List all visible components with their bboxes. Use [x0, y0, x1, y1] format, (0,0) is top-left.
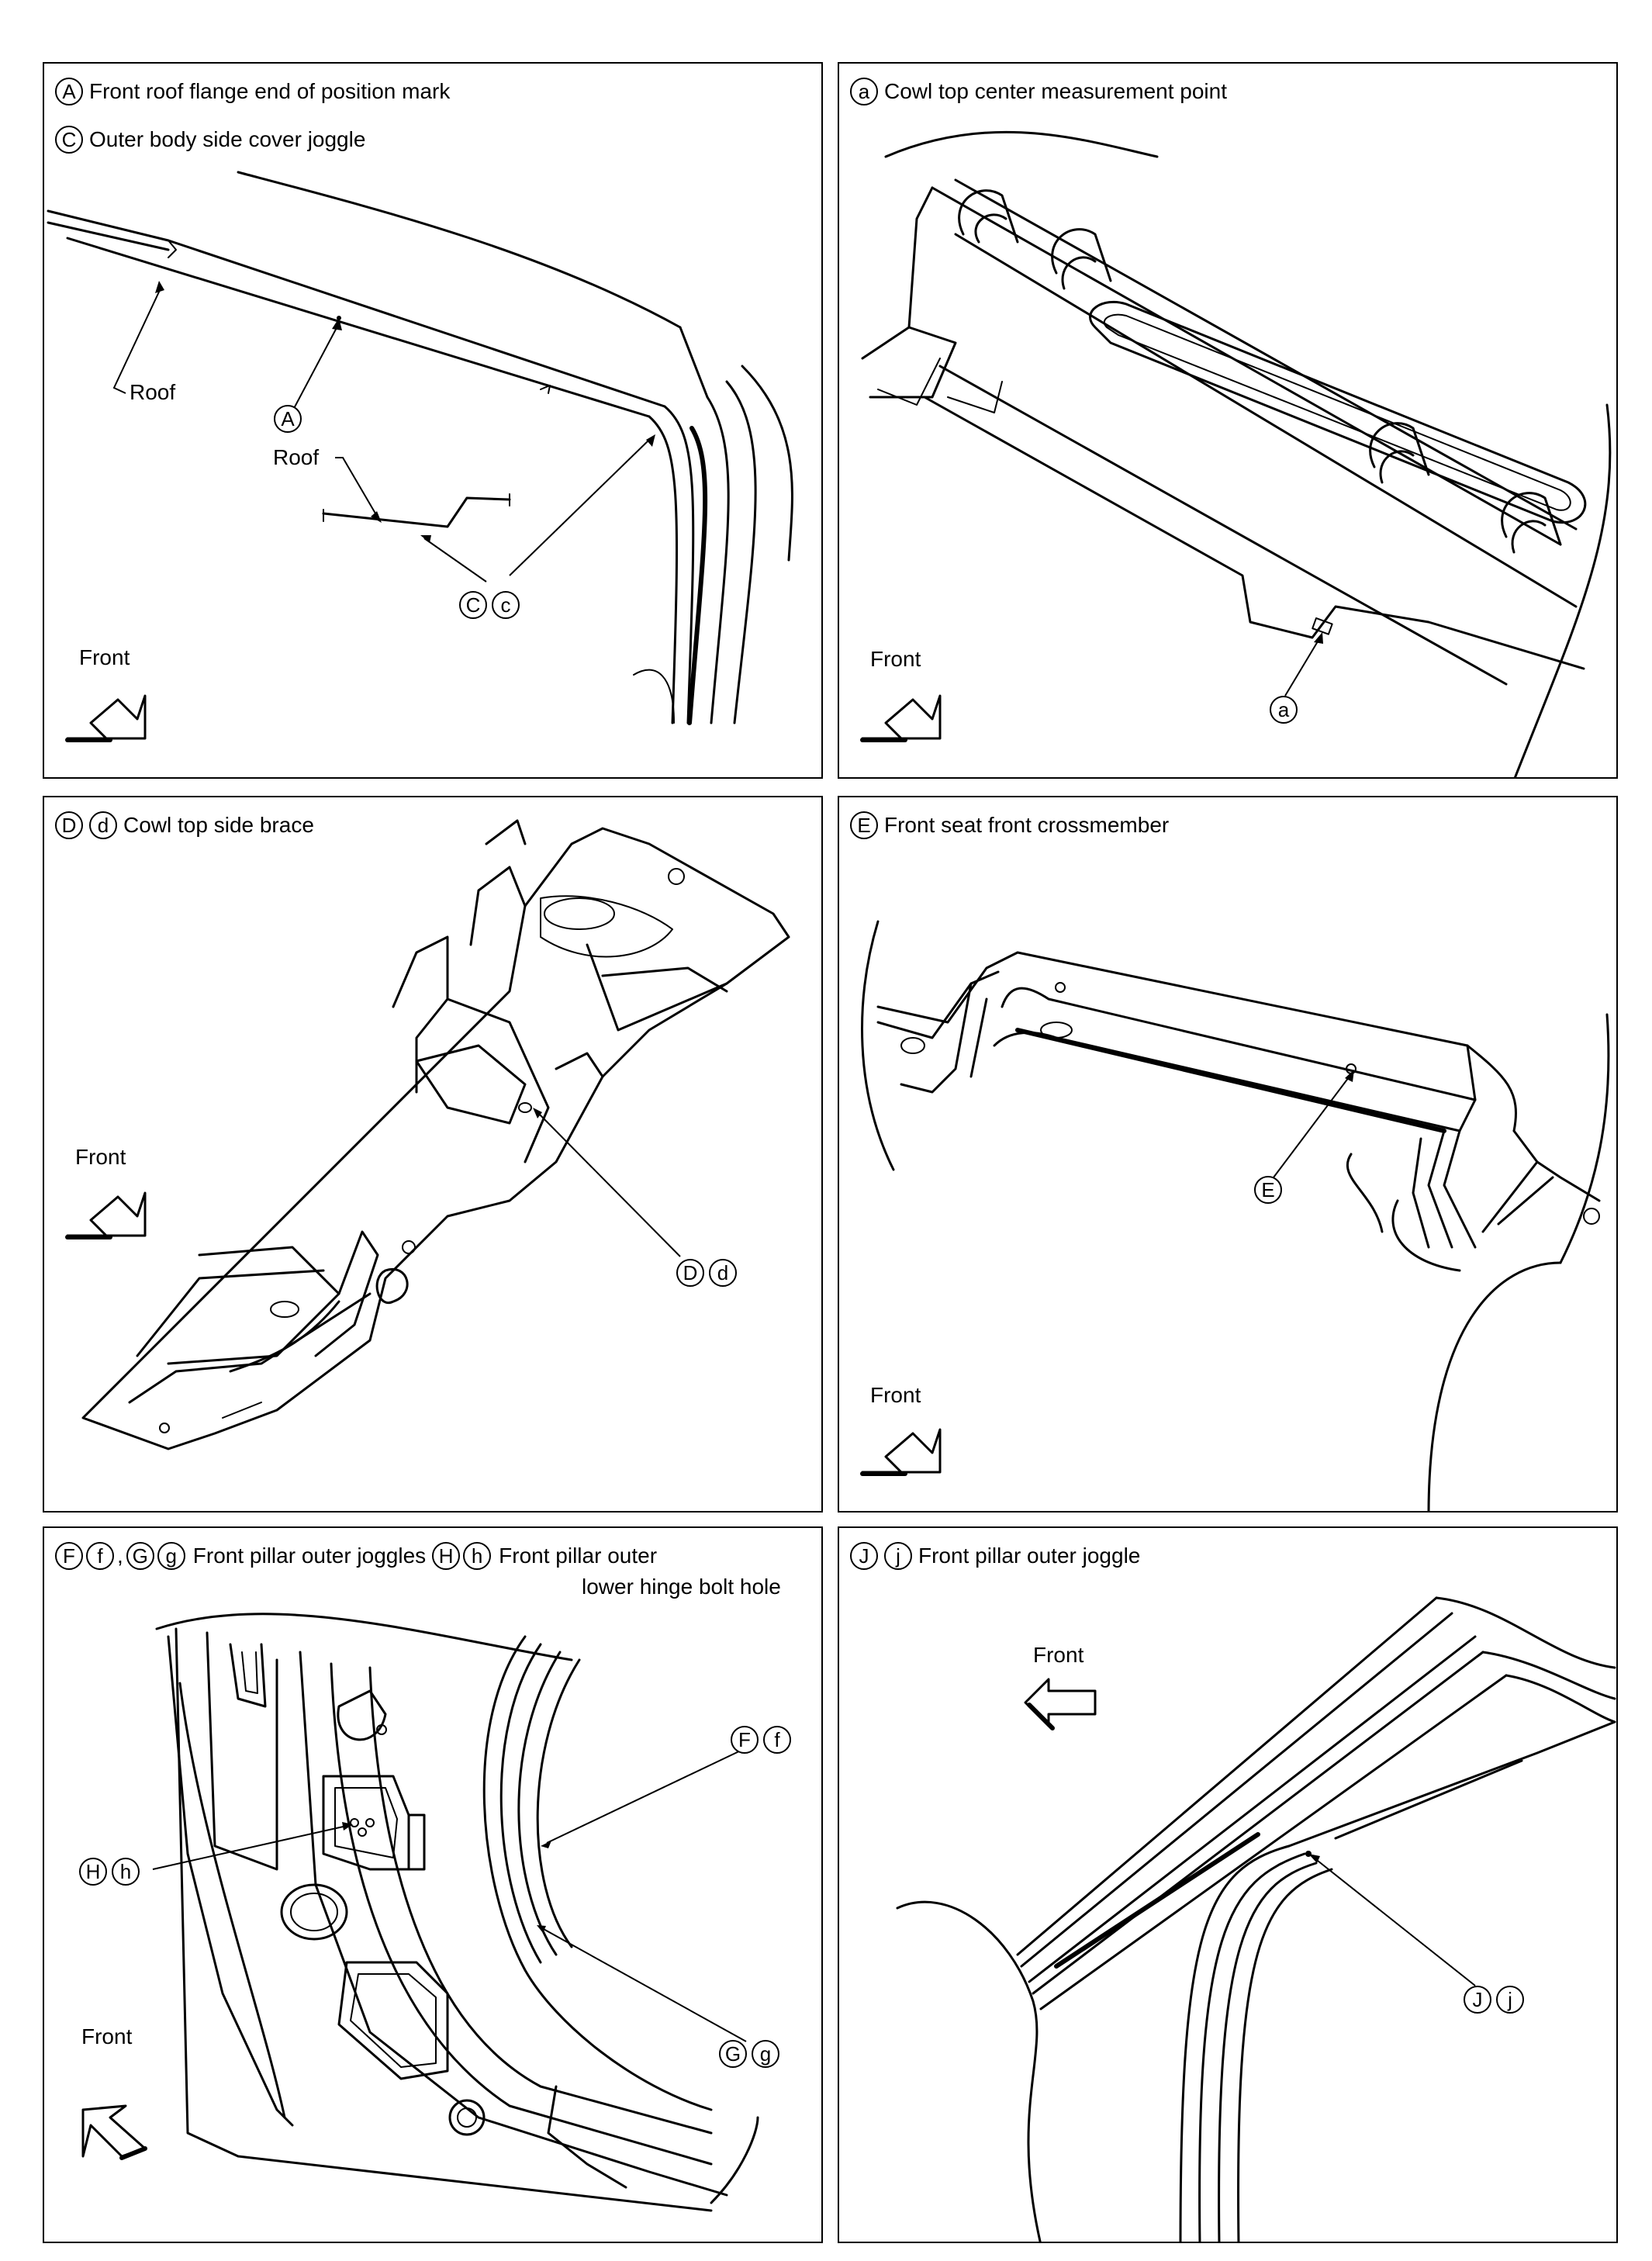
callout-h: H h	[79, 1858, 140, 1886]
panel-cowl-top-center: a Cowl top center measurement point a Fr…	[838, 62, 1618, 779]
legend-sep: ,	[117, 1544, 123, 1568]
mark-H: H	[432, 1542, 461, 1570]
cowl-side-brace-drawing	[65, 819, 790, 1450]
callout-mark-j: j	[1496, 1986, 1524, 2014]
roof-label-1: Roof	[130, 380, 176, 404]
front-pillar-joggle-drawing	[896, 1596, 1616, 2242]
legend-text-d: Cowl top side brace	[123, 813, 314, 837]
panel-front-pillar-joggles: F f , G g Front pillar outer joggles H h…	[43, 1526, 823, 2243]
mark-G: G	[126, 1542, 154, 1570]
callout-a-lower: a	[1270, 696, 1298, 724]
mark-F: F	[55, 1542, 83, 1570]
roof-flange-drawing	[47, 171, 793, 742]
callout-d: D d	[676, 1259, 737, 1287]
mark-C: C	[55, 126, 83, 154]
mark-h: h	[463, 1542, 492, 1570]
legend-text-e: Front seat front crossmember	[884, 813, 1170, 837]
callout-c: C c	[459, 591, 520, 619]
panel-front-pillar-joggle: J j Front pillar outer joggle J j Front	[838, 1526, 1618, 2243]
front-pillar-joggles-drawing	[81, 1613, 759, 2212]
callout-e: E	[1254, 1176, 1282, 1204]
legend-text-fg: Front pillar outer joggles	[192, 1544, 427, 1568]
mark-a: a	[850, 78, 878, 105]
mark-D: D	[55, 811, 83, 839]
legend-line-a-lower: a Cowl top center measurement point	[850, 78, 1227, 105]
front-label: Front	[870, 1383, 921, 1407]
mark-g: g	[157, 1542, 185, 1570]
legend-text-h: Front pillar outer	[499, 1544, 658, 1568]
panel-roof-flange: A Front roof flange end of position mark…	[43, 62, 823, 779]
mark-j: j	[884, 1542, 912, 1570]
callout-mark-c: c	[492, 591, 520, 619]
legend-line-fgh: F f , G g Front pillar outer joggles H h…	[55, 1542, 657, 1570]
legend-text-c: Outer body side cover joggle	[89, 127, 366, 151]
mark-f: f	[86, 1542, 114, 1570]
legend-text-a: Front roof flange end of position mark	[89, 79, 451, 103]
mark-A: A	[55, 78, 83, 105]
callout-g: G g	[719, 2040, 779, 2068]
callout-a: A	[274, 405, 302, 433]
callout-mark-D: D	[676, 1259, 704, 1287]
callout-f: F f	[731, 1726, 791, 1754]
callout-j: J j	[1464, 1986, 1524, 2014]
panel-cowl-side-brace: D d Cowl top side brace D d Front	[43, 796, 823, 1513]
front-label: Front	[870, 647, 921, 671]
legend-line-c: C Outer body side cover joggle	[55, 126, 365, 154]
legend-line-j: J j Front pillar outer joggle	[850, 1542, 1140, 1570]
front-label: Front	[81, 2024, 133, 2048]
callout-mark-H: H	[79, 1858, 107, 1886]
legend-line-d: D d Cowl top side brace	[55, 811, 314, 839]
legend-text-j: Front pillar outer joggle	[918, 1544, 1141, 1568]
front-label: Front	[75, 1145, 126, 1169]
callout-mark-f: f	[763, 1726, 791, 1754]
callout-mark-G: G	[719, 2040, 747, 2068]
callout-mark-A: A	[274, 405, 302, 433]
callout-mark-E: E	[1254, 1176, 1282, 1204]
callout-mark-C: C	[459, 591, 487, 619]
cowl-top-center-drawing	[860, 130, 1612, 777]
callout-mark-F: F	[731, 1726, 759, 1754]
legend-text-a-lower: Cowl top center measurement point	[884, 79, 1227, 103]
legend-line-a: A Front roof flange end of position mark	[55, 78, 450, 105]
mark-d: d	[89, 811, 117, 839]
roof-label-2: Roof	[273, 445, 320, 469]
callout-mark-d: d	[709, 1259, 737, 1287]
legend-text-h-line2: lower hinge bolt hole	[582, 1575, 781, 1599]
front-label: Front	[1033, 1643, 1084, 1667]
mark-J: J	[850, 1542, 878, 1570]
mark-E: E	[850, 811, 878, 839]
callout-mark-h: h	[112, 1858, 140, 1886]
callout-mark-J: J	[1464, 1986, 1491, 2014]
callout-mark-g: g	[752, 2040, 779, 2068]
callout-mark-a: a	[1270, 696, 1298, 724]
front-label: Front	[79, 645, 130, 669]
seat-crossmember-drawing	[860, 920, 1610, 1511]
legend-line-e: E Front seat front crossmember	[850, 811, 1169, 839]
panel-seat-crossmember: E Front seat front crossmember E Front	[838, 796, 1618, 1513]
